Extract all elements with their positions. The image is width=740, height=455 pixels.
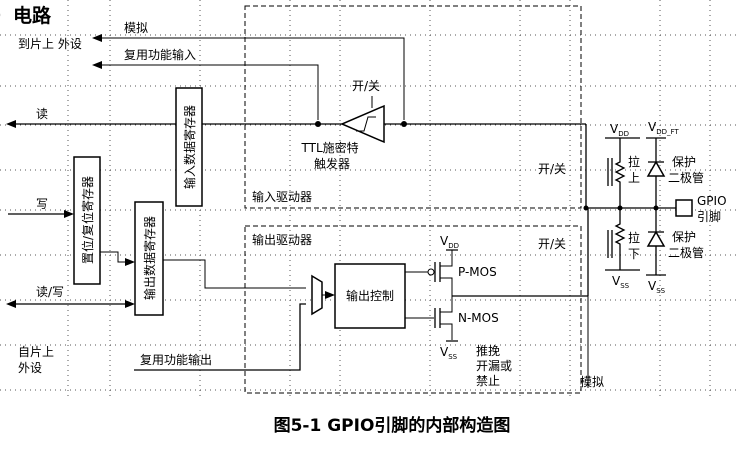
pull-up-label: 拉 上 — [628, 154, 644, 185]
background-dot-grid — [0, 0, 740, 400]
pmos-label: P-MOS — [458, 265, 497, 279]
read-write-label: 读/写 — [36, 285, 64, 299]
protect-diode-top-label: 保护 二极管 — [668, 155, 704, 185]
analog-top-label: 模拟 — [124, 21, 148, 35]
to-onchip-peripheral-label: 到片上 外设 — [18, 37, 82, 51]
output-driver-label: 输出驱动器 — [252, 232, 312, 247]
output-control-label: 输出控制 — [346, 288, 394, 303]
read-label: 读 — [36, 107, 48, 121]
title-fragment: ）电路 — [0, 4, 52, 27]
bit-set-reset-register — [73, 156, 101, 285]
push-pull-label: 推挽 开漏或 禁止 — [476, 344, 516, 388]
schmitt-trigger — [340, 104, 385, 144]
vdd-output-label: VDD — [440, 234, 459, 250]
gpio-pin-label: GPIO 引脚 — [697, 194, 730, 224]
alt-func-output-label: 复用功能输出 — [140, 352, 212, 367]
gpio-pin-pad — [675, 199, 693, 217]
vss-pulldown-label: VSS — [612, 274, 630, 290]
nmos-label: N-MOS — [458, 311, 499, 325]
read-arrow — [6, 120, 16, 128]
vss-output-label: VSS — [440, 345, 458, 361]
alt-func-input-arrow — [92, 61, 102, 69]
output-driver-region — [244, 225, 582, 394]
input-data-register — [175, 87, 203, 207]
input-on-off-label: 开/关 — [538, 162, 566, 176]
input-data-register-label: 输入数据寄存器 — [182, 105, 197, 189]
analog-top-arrow — [92, 34, 102, 42]
output-data-register-label: 输出数据寄存器 — [142, 216, 157, 300]
write-label: 写 — [36, 197, 48, 211]
input-driver-label: 输入驱动器 — [252, 189, 312, 204]
figure-caption: 图5-1 GPIO引脚的内部构造图 — [274, 415, 511, 436]
from-onchip-peripheral-label: 自片上 外设 — [18, 345, 58, 375]
write-arrow — [64, 210, 74, 218]
output-data-register — [134, 201, 164, 316]
output-on-off-label: 开/关 — [538, 237, 566, 251]
output-control-block — [334, 263, 406, 329]
protect-diode-bottom-label: 保护 二极管 — [668, 230, 704, 260]
output-mux — [311, 274, 323, 316]
alt-func-input-label: 复用功能输入 — [124, 47, 196, 62]
ttl-schmitt-label: TTL施密特 触发器 — [301, 140, 363, 171]
vss-diode-label: VSS — [648, 279, 666, 295]
input-driver-region — [244, 5, 582, 209]
trigger-on-off-label: 开/关 — [352, 79, 380, 93]
pull-down-label: 拉 下 — [628, 230, 644, 261]
analog-bottom-label: 模拟 — [580, 375, 604, 389]
vdd-ft-label: VDD_FT — [648, 120, 679, 136]
vdd-pullup-label: VDD — [610, 122, 629, 138]
bit-set-reset-register-label: 置位/复位寄存器 — [80, 176, 95, 264]
